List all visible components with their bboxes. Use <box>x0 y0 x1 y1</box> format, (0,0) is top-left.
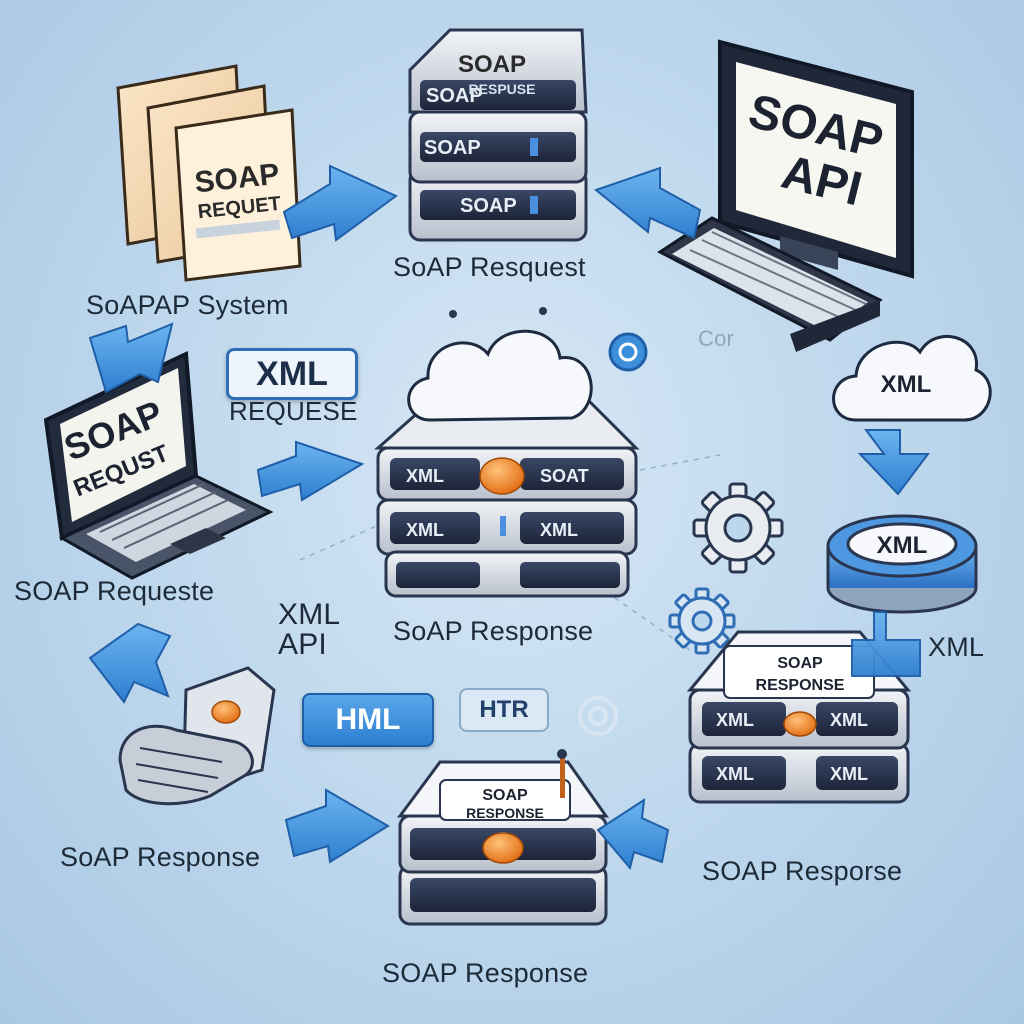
arrow-icon <box>284 788 390 864</box>
arrow-icon <box>88 622 172 704</box>
svg-text:RESPONSE: RESPONSE <box>756 677 845 694</box>
svg-text:SOAT: SOAT <box>540 466 589 486</box>
xml-database-disc-icon: XML <box>826 514 978 614</box>
svg-text:SOAP: SOAP <box>426 85 483 107</box>
svg-text:SOAP: SOAP <box>424 137 481 159</box>
network-node-icon <box>608 332 648 372</box>
cloud-xml-text: XML <box>881 371 932 398</box>
svg-text:SOAP: SOAP <box>482 787 528 804</box>
arrow-icon <box>851 611 921 677</box>
top-soap-server-icon: SOAP SOAP SOAP SOAP RESPUSE <box>408 28 588 242</box>
label-xml-right: XML <box>928 632 985 662</box>
soap-request-laptop-icon: SOAP REQUST <box>43 350 274 580</box>
svg-text:XML: XML <box>716 710 754 730</box>
arrow-icon <box>596 798 670 871</box>
decorative-dots <box>449 307 547 318</box>
label-requese: REQUESE <box>229 396 358 426</box>
hand-device-icon <box>118 666 276 806</box>
label-soap-response-left: SoAP Response <box>60 842 261 872</box>
flow-arrows <box>88 164 930 871</box>
arrow-icon <box>282 164 398 242</box>
xml-pill: XML <box>226 348 358 400</box>
svg-text:SOAP: SOAP <box>458 51 526 78</box>
svg-text:SOAP: SOAP <box>777 655 823 672</box>
htr-pill: HTR <box>459 688 549 732</box>
arrow-icon <box>857 429 930 496</box>
soap-api-monitor-icon: SOAP API <box>657 39 914 352</box>
bottom-soap-response-server-icon: SOAP RESPONSE <box>397 749 609 926</box>
label-soap-resporse-right: SOAP Resporse <box>702 856 903 886</box>
svg-text:SOAP: SOAP <box>460 195 517 217</box>
svg-text:RESPONSE: RESPONSE <box>466 805 544 821</box>
svg-text:RESPUSE: RESPUSE <box>469 81 536 97</box>
arrow-icon <box>593 166 702 240</box>
faint-spiral-icon <box>578 696 618 736</box>
small-gear-icon <box>668 587 736 655</box>
gear-icon <box>692 482 784 574</box>
svg-text:XML: XML <box>830 710 868 730</box>
label-xml-api: XML API <box>278 598 341 661</box>
disc-xml-text: XML <box>877 532 928 559</box>
label-soap-requeste: SOAP Requeste <box>14 576 215 606</box>
svg-text:XML: XML <box>716 764 754 784</box>
arrow-icon <box>256 440 365 502</box>
xml-cloud-icon: XML <box>832 334 992 422</box>
soap-request-documents-icon: SOAP REQUET <box>116 64 302 282</box>
svg-text:XML: XML <box>830 764 868 784</box>
svg-text:XML: XML <box>406 466 444 486</box>
label-soapap-system: SoAPAP System <box>86 290 289 320</box>
central-cloud-server-icon: XML SOAT XML XML <box>374 329 640 598</box>
svg-text:XML: XML <box>406 520 444 540</box>
svg-text:XML: XML <box>540 520 578 540</box>
label-soap-response-bottom: SOAP Response <box>382 958 589 988</box>
hml-pill: HML <box>302 693 434 747</box>
label-soap-resquest: SoAP Resquest <box>393 252 586 282</box>
label-cor-faint: Cor <box>698 326 735 351</box>
arrow-icon <box>88 322 174 394</box>
label-soap-response-center: SoAP Response <box>393 616 594 646</box>
